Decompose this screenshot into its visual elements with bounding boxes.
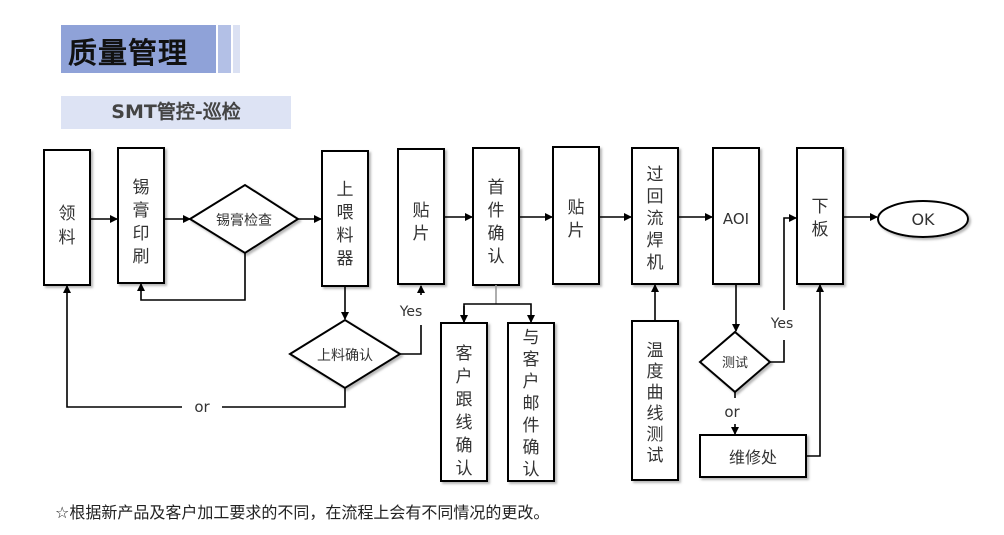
page-title: 质量管理 [68, 36, 189, 70]
label-aoi: AOI [723, 210, 749, 228]
label-customer-email-confirm: 与客户邮件确认 [523, 328, 540, 480]
label-reflow: 过回流焊机 [647, 165, 664, 273]
edge-check-fail-to-print [137, 253, 246, 301]
page-subtitle: SMT管控-巡检 [111, 101, 241, 123]
label-test: 测试 [722, 356, 748, 371]
node-solder-paste-print [117, 147, 165, 284]
label-or-feed: or [194, 398, 210, 416]
label-yes-feed: Yes [399, 304, 423, 320]
label-placement-2: 贴片 [568, 198, 585, 241]
subtitle-band [61, 96, 291, 129]
node-ok [877, 200, 969, 238]
label-solder-paste-print: 锡膏印刷 [133, 178, 150, 267]
node-customer-email-confirm [507, 322, 555, 482]
edge-branch-to-wire [463, 303, 535, 323]
node-unload [796, 147, 844, 285]
label-repair: 维修处 [729, 448, 777, 467]
title-band [61, 25, 216, 73]
edge-confirm-yes-to-placement [400, 325, 422, 355]
label-receive-material: 领料 [59, 204, 76, 248]
label-first-article: 首件确认 [488, 178, 505, 267]
label-temp-profile-test: 温度曲线测试 [647, 341, 664, 466]
label-unload: 下板 [812, 197, 829, 240]
label-feed-confirm: 上料确认 [317, 348, 373, 364]
node-placement-1 [397, 148, 445, 285]
edge-confirm-or-to-receive [222, 388, 346, 408]
label-yes-test: Yes [770, 316, 794, 332]
edge-yes-to-unload [783, 214, 797, 310]
label-customer-wire-confirm: 客户跟线确认 [456, 344, 473, 479]
label-or-test: or [724, 403, 740, 421]
title-band-accent [218, 25, 231, 73]
edge-repair-to-unload [806, 284, 824, 457]
title-band-accent-light [233, 25, 240, 73]
label-ok: OK [911, 210, 935, 229]
label-load-feeder: 上喂料器 [337, 180, 354, 269]
label-solder-paste-check: 锡膏检查 [216, 212, 272, 229]
edge-or-to-receive [63, 285, 182, 408]
label-placement-1: 贴片 [413, 201, 430, 244]
node-placement-2 [552, 146, 600, 285]
edge-test-yes-to-unload [770, 340, 785, 363]
node-load-feeder [321, 150, 369, 287]
footnote: ☆根据新产品及客户加工要求的不同，在流程上会有不同情况的更改。 [55, 503, 550, 522]
node-customer-wire-confirm [440, 322, 488, 482]
node-receive-material [43, 149, 91, 286]
